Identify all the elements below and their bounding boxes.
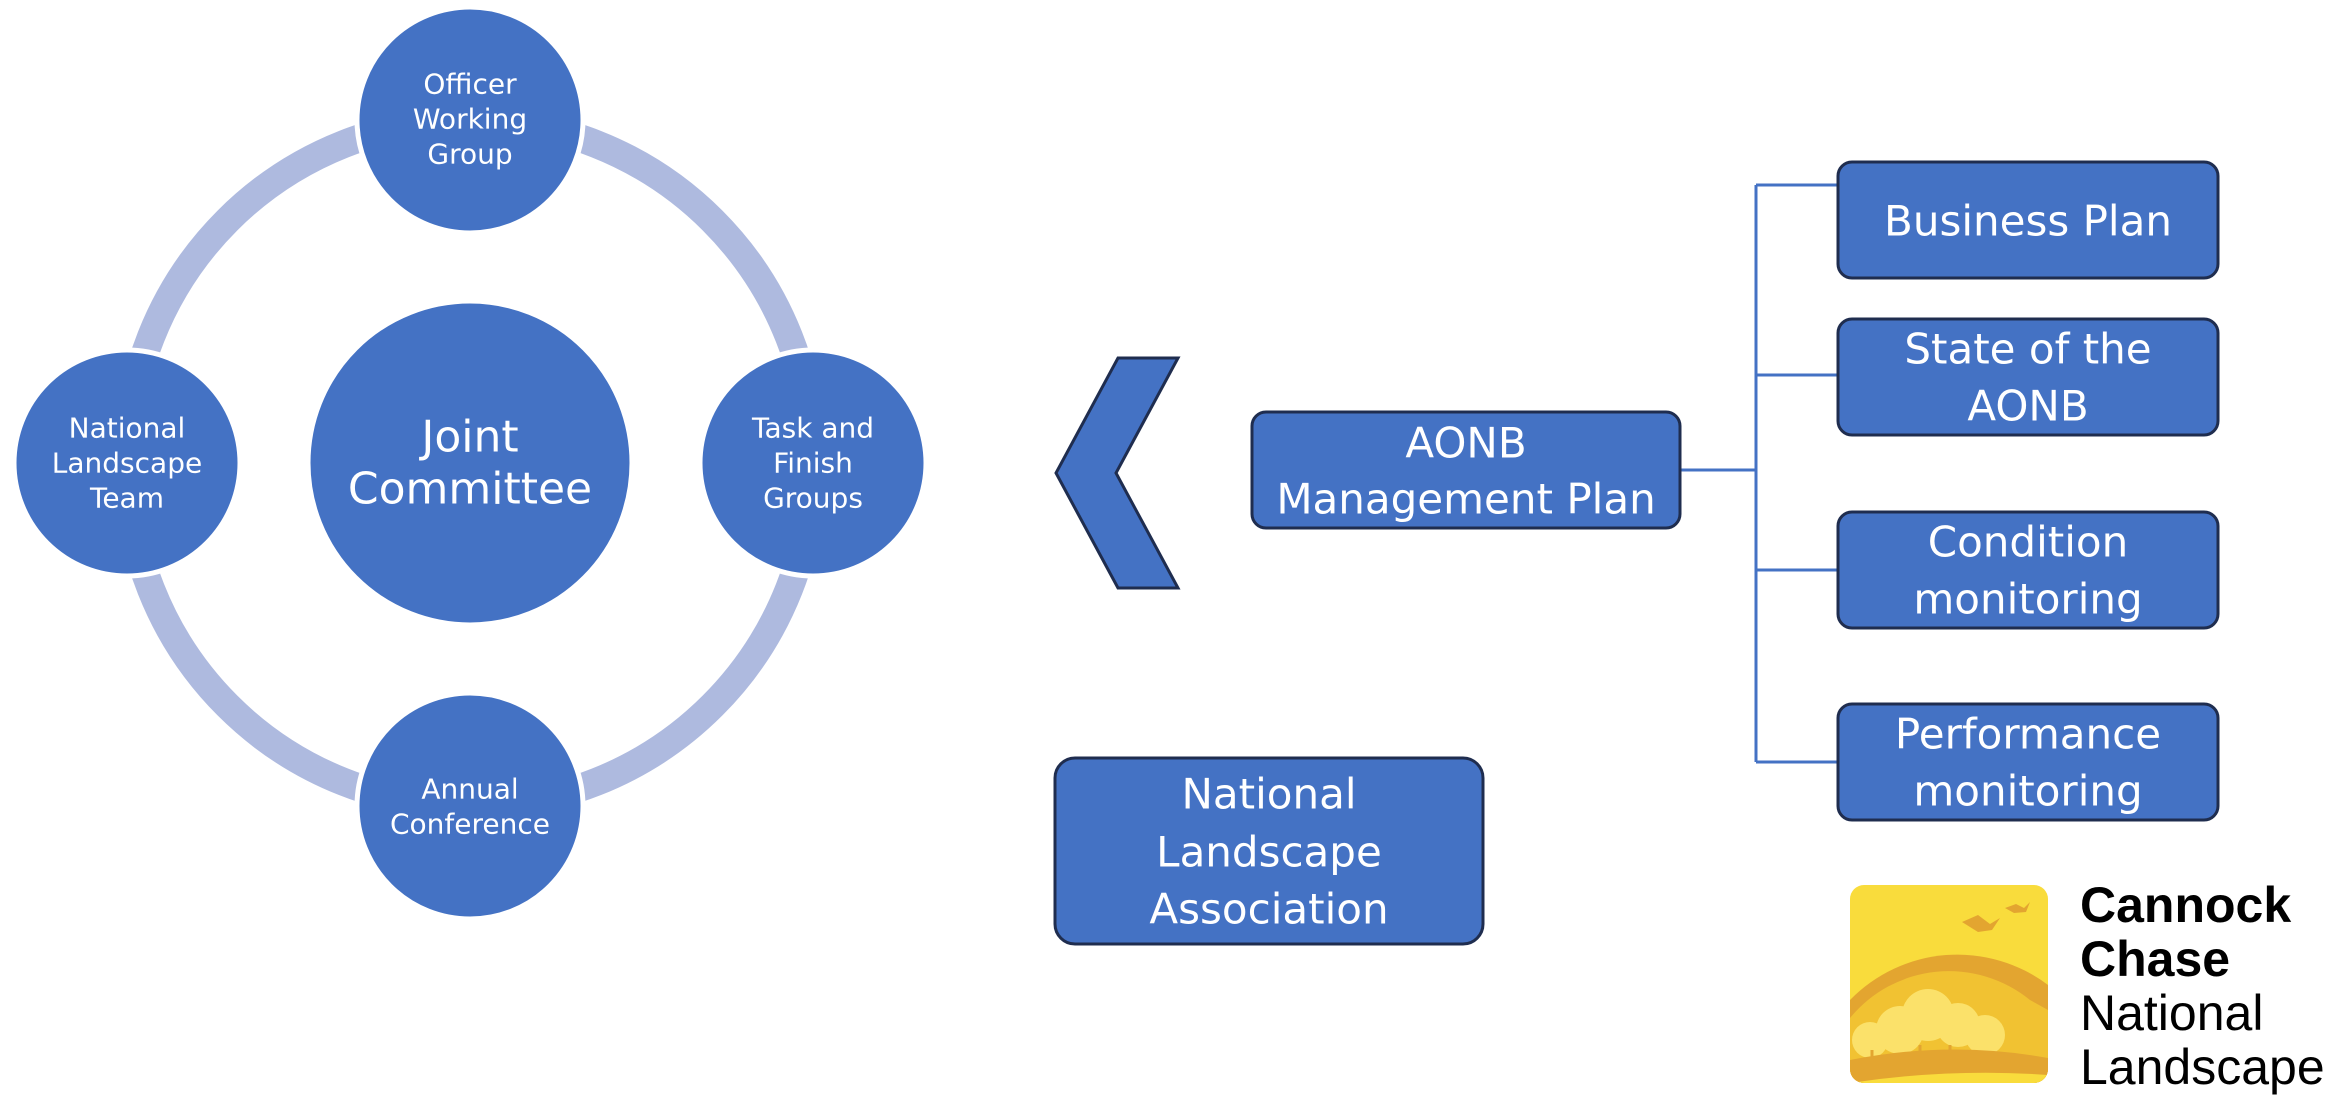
association-label-1: National [1181,770,1356,819]
performance-monitoring-label-1: Performance [1895,710,2161,759]
aonb-management-plan-box[interactable]: AONB Management Plan [1250,410,1682,530]
joint-committee-label-1: Joint [418,412,518,463]
association-label-2: Landscape [1156,828,1382,877]
officer-working-group-label-2: Working [413,103,527,136]
brand-wordmark: Cannock Chase National Landscape [2080,878,2325,1094]
officer-working-group-node[interactable]: Officer Working Group [354,4,586,236]
national-landscape-association-box[interactable]: National Landscape Association [1053,756,1485,946]
hierarchy-connectors [1680,183,1838,764]
national-landscape-team-node[interactable]: National Landscape Team [11,347,243,579]
association-label-3: Association [1149,885,1388,934]
state-of-aonb-label-1: State of the [1904,325,2151,374]
task-finish-groups-node[interactable]: Task and Finish Groups [697,347,929,579]
performance-monitoring-label-2: monitoring [1913,767,2142,816]
brand-line-3: National [2080,985,2264,1041]
condition-monitoring-label-1: Condition [1928,518,2128,567]
brand-line-2: Chase [2080,931,2231,987]
joint-committee-label-2: Committee [348,464,592,515]
annual-conference-label-2: Conference [390,808,550,841]
condition-monitoring-label-2: monitoring [1913,575,2142,624]
annual-conference-node[interactable]: Annual Conference [354,690,586,922]
aonb-management-plan-label-1: AONB [1405,419,1526,468]
officer-working-group-label-3: Group [427,138,512,171]
task-finish-groups-label-3: Groups [763,482,863,515]
state-of-aonb-box[interactable]: State of the AONB [1836,317,2220,437]
joint-committee-node[interactable]: Joint Committee [305,298,635,628]
national-landscape-team-label-1: National [69,412,186,445]
officer-working-group-label-1: Officer [423,68,517,101]
state-of-aonb-label-2: AONB [1967,382,2088,431]
annual-conference-label-1: Annual [421,773,518,806]
cannock-chase-logo-icon [1850,885,2048,1083]
performance-monitoring-box[interactable]: Performance monitoring [1836,702,2220,822]
task-finish-groups-label-1: Task and [751,412,874,445]
brand-line-4: Landscape [2080,1039,2325,1095]
condition-monitoring-box[interactable]: Condition monitoring [1836,510,2220,630]
business-plan-box[interactable]: Business Plan [1836,160,2220,280]
aonb-management-plan-label-2: Management Plan [1276,475,1655,524]
business-plan-label: Business Plan [1884,197,2172,246]
task-finish-groups-label-2: Finish [773,447,853,480]
brand-line-1: Cannock [2080,877,2292,933]
chevron-left-icon [1054,356,1181,590]
national-landscape-team-label-2: Landscape [52,447,202,480]
national-landscape-team-label-3: Team [89,482,164,515]
